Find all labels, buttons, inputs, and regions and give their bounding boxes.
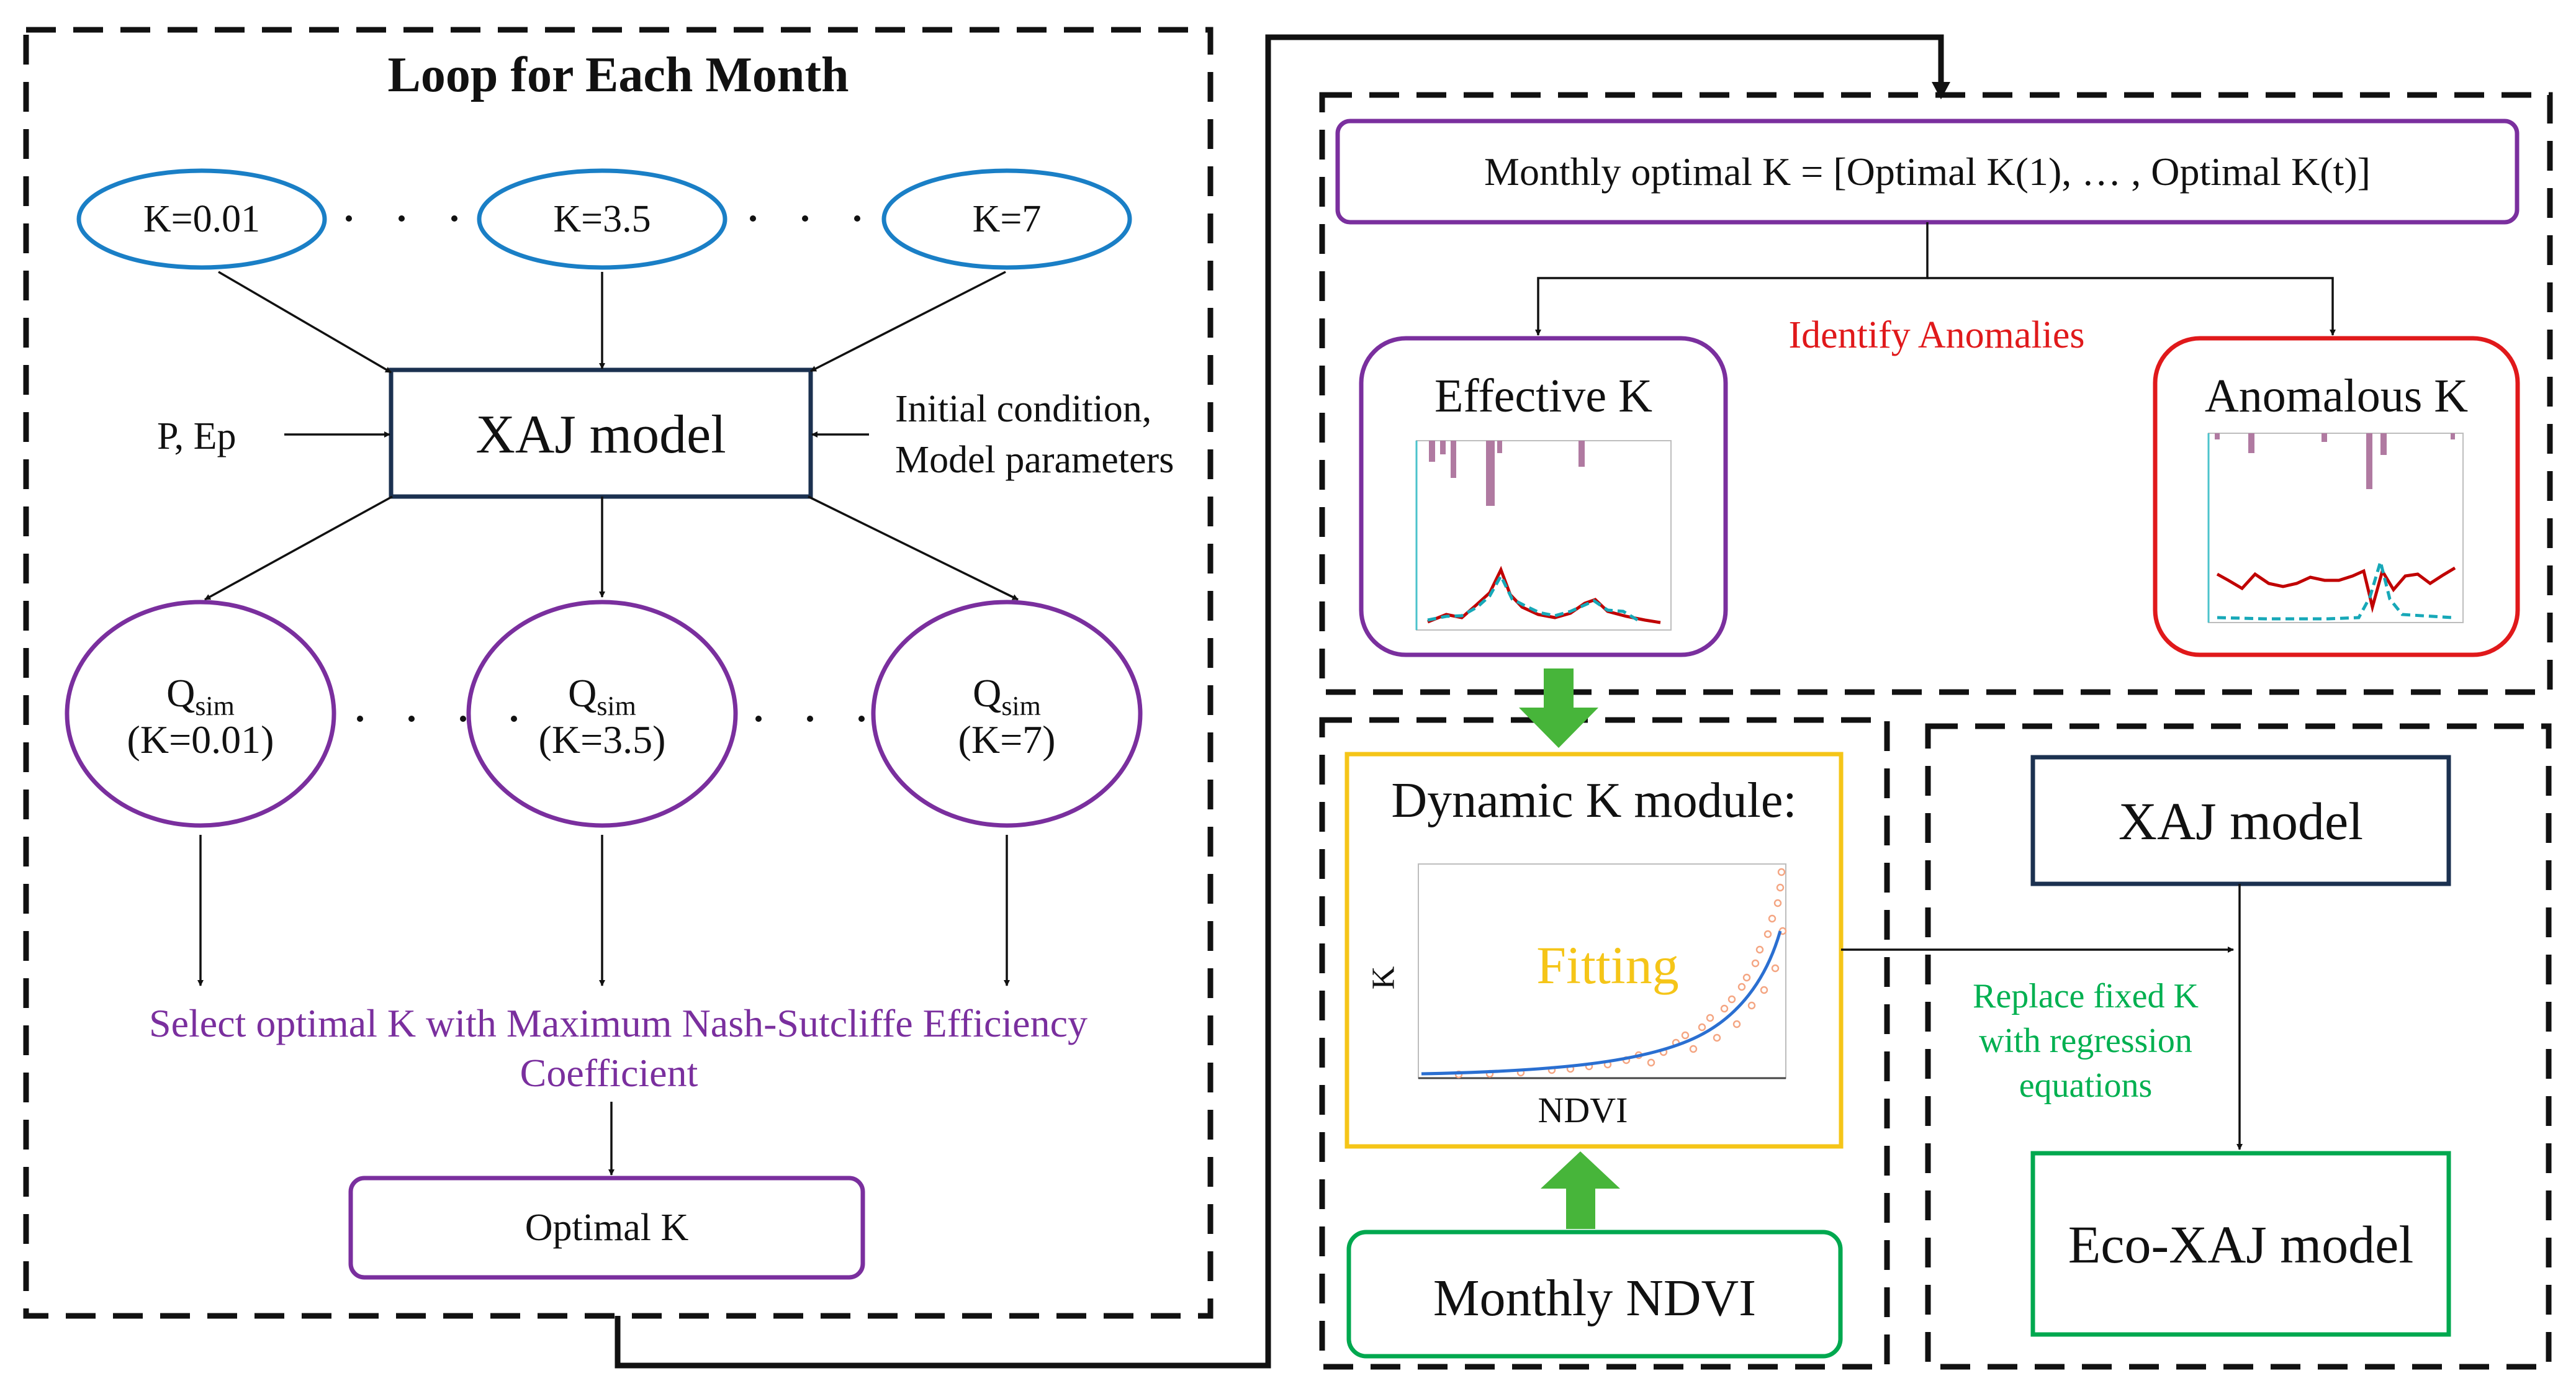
qsim-subscript: sim xyxy=(597,690,636,721)
ellipsis-dots-middle xyxy=(357,716,865,722)
identify-anomalies-label: Identify Anomalies xyxy=(1788,314,2085,356)
qsim-subscript: sim xyxy=(1001,690,1041,721)
effective-k-plot xyxy=(1415,440,1672,631)
eco-xaj-box-top xyxy=(2030,755,2451,886)
replace-fixed-k-line1: Replace fixed K xyxy=(1973,977,2199,1015)
loop-panel xyxy=(23,27,1214,1319)
effective-k-label: Effective K xyxy=(1434,370,1652,422)
qsim-param-3: (K=7) xyxy=(958,718,1056,762)
qsim-subscript: sim xyxy=(195,690,235,721)
monthly-optimal-label: Monthly optimal K = [Optimal K(1), … , O… xyxy=(1484,150,2371,194)
anomalous-k-plot xyxy=(2207,433,2464,623)
eco-xaj-model-box xyxy=(2030,1151,2451,1337)
optimal-k-label: Optimal K xyxy=(525,1207,689,1249)
green-arrow-down xyxy=(1519,668,1598,748)
qsim-param-1: (K=0.01) xyxy=(127,718,274,762)
qsim-param-2: (K=3.5) xyxy=(538,718,666,762)
replace-fixed-k-line2: with regression xyxy=(1979,1022,2192,1060)
xaj-model-box xyxy=(389,367,813,499)
dynamic-panel xyxy=(1319,717,1890,1370)
xaj-model-label-right: XAJ model xyxy=(2118,791,2364,851)
panel-connector-arrowhead xyxy=(1932,82,1950,99)
k-axis-label: K xyxy=(1366,966,1402,990)
panel-connector xyxy=(615,34,1944,1369)
replace-fixed-k-line3: equations xyxy=(2019,1066,2153,1105)
qsim-label-3: Qsim xyxy=(973,671,1041,721)
k-ellipse-2 xyxy=(477,168,727,270)
ndvi-axis-label: NDVI xyxy=(1538,1090,1628,1130)
fitting-label: Fitting xyxy=(1536,935,1679,995)
ellipsis-dots-top xyxy=(346,215,860,222)
model-parameters-label: Model parameters xyxy=(895,439,1174,481)
qsim-label-1: Qsim xyxy=(166,671,235,721)
select-optimal-line1: Select optimal K with Maximum Nash-Sutcl… xyxy=(149,1001,1088,1045)
monthly-ndvi-box xyxy=(1346,1230,1843,1359)
k-ellipse-1 xyxy=(76,168,327,270)
k-label-1: K=0.01 xyxy=(143,198,261,240)
k-label-3: K=7 xyxy=(972,198,1042,240)
monthly-ndvi-label: Monthly NDVI xyxy=(1433,1269,1757,1327)
select-optimal-line2: Coefficient xyxy=(520,1051,698,1095)
dynamic-k-title: Dynamic K module: xyxy=(1391,773,1797,828)
qsim-ellipse-2 xyxy=(466,600,738,828)
fitting-plot xyxy=(1418,863,1787,1079)
initial-condition-label: Initial condition, xyxy=(895,388,1152,430)
anomaly-panel xyxy=(1319,92,2553,695)
qsim-ellipse-3 xyxy=(871,600,1143,828)
green-arrow-up xyxy=(1541,1151,1620,1229)
loop-title: Loop for Each Month xyxy=(387,48,849,102)
qsim-label-2: Qsim xyxy=(568,671,636,721)
xaj-model-label: XAJ model xyxy=(475,405,726,465)
k-label-2: K=3.5 xyxy=(553,198,651,240)
anomalous-k-label: Anomalous K xyxy=(2204,370,2469,422)
p-ep-label: P, Ep xyxy=(157,415,236,457)
eco-xaj-model-label: Eco-XAJ model xyxy=(2068,1215,2414,1274)
optimal-k-box xyxy=(348,1176,865,1280)
eco-panel xyxy=(1925,723,2552,1370)
qsim-ellipse-1 xyxy=(65,600,336,828)
k-ellipse-3 xyxy=(881,168,1132,270)
